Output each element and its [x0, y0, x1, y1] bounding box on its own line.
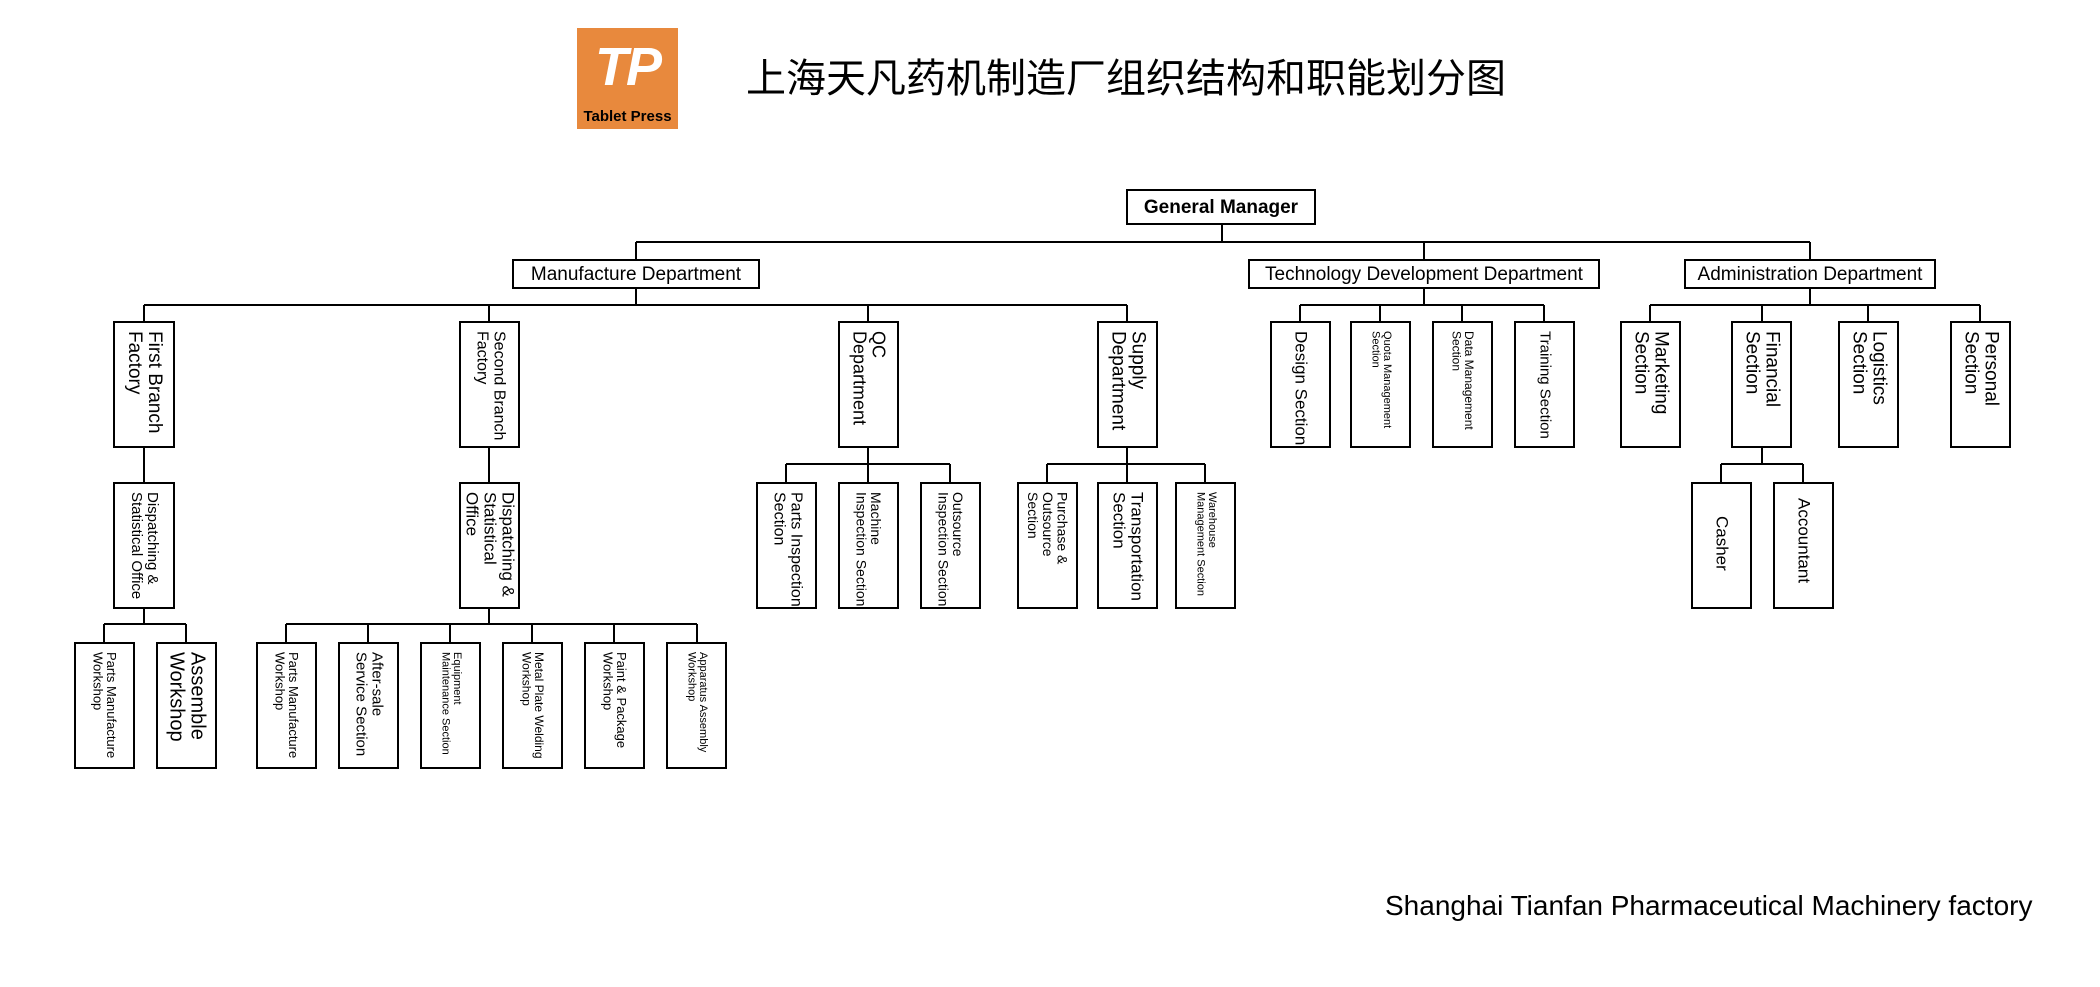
- supply-department-box: Supply Department: [1097, 321, 1158, 448]
- metal-plate-welding-workshop-box: Metal Plate Welding Workshop: [502, 642, 563, 769]
- training-section-box: Training Section: [1514, 321, 1575, 448]
- dispatching-statistical-office-2-box: Dispatching & Statistical Office: [459, 482, 520, 609]
- logo-mark: TP: [594, 37, 662, 97]
- data-management-section-box: Data Management Section: [1432, 321, 1493, 448]
- apparatus-assembly-workshop-box: Apparatus Assembly Workshop: [666, 642, 727, 769]
- administration-department-box: Administration Department: [1684, 259, 1936, 289]
- outsource-inspection-section-box: Outsource Inspection Section: [920, 482, 981, 609]
- marketing-section-box: Marketing Section: [1620, 321, 1681, 448]
- qc-department-box: QC Department: [838, 321, 899, 448]
- parts-inspection-section-box: Parts Inspection Section: [756, 482, 817, 609]
- company-name-footer: Shanghai Tianfan Pharmaceutical Machiner…: [1385, 890, 2033, 921]
- technology-development-department-box: Technology Development Department: [1248, 259, 1600, 289]
- second-branch-factory-box: Second Branch Factory: [459, 321, 520, 448]
- cashier-box: Casher: [1691, 482, 1752, 609]
- quota-management-section-box: Quota Management Section: [1350, 321, 1411, 448]
- assemble-workshop-box: Assemble Workshop: [156, 642, 217, 769]
- purchase-outsource-section-box: Purchase & Outsource Section: [1017, 482, 1078, 609]
- accountant-box: Accountant: [1773, 482, 1834, 609]
- parts-manufacture-workshop-1-box: Parts Manufacture Workshop: [74, 642, 135, 769]
- tablet-press-logo: TP Tablet Press: [577, 28, 678, 129]
- design-section-box: Design Section: [1270, 321, 1331, 448]
- first-branch-factory-box: First Branch Factory: [113, 321, 175, 448]
- personal-section-box: Personal Section: [1950, 321, 2011, 448]
- logistics-section-box: Logistics Section: [1838, 321, 1899, 448]
- transportation-section-box: Transportation Section: [1097, 482, 1158, 609]
- parts-manufacture-workshop-2-box: Parts Manufacture Workshop: [256, 642, 317, 769]
- warehouse-management-section-box: Warehouse Management Section: [1175, 482, 1236, 609]
- manufacture-department-box: Manufacture Department: [512, 259, 760, 289]
- general-manager-box: General Manager: [1126, 189, 1316, 225]
- logo-caption: Tablet Press: [583, 108, 672, 125]
- dispatching-statistical-office-1-box: Dispatching & Statistical Office: [113, 482, 175, 609]
- paint-package-workshop-box: Paint & Package Workshop: [584, 642, 645, 769]
- after-sale-service-section-box: After-sale Service Section: [338, 642, 399, 769]
- page-title: 上海天凡药机制造厂组织结构和职能划分图: [746, 56, 1506, 102]
- equipment-maintenance-section-box: Equipment Maintenance Section: [420, 642, 481, 769]
- machine-inspection-section-box: Machine Inspection Section: [838, 482, 899, 609]
- financial-section-box: Financial Section: [1731, 321, 1792, 448]
